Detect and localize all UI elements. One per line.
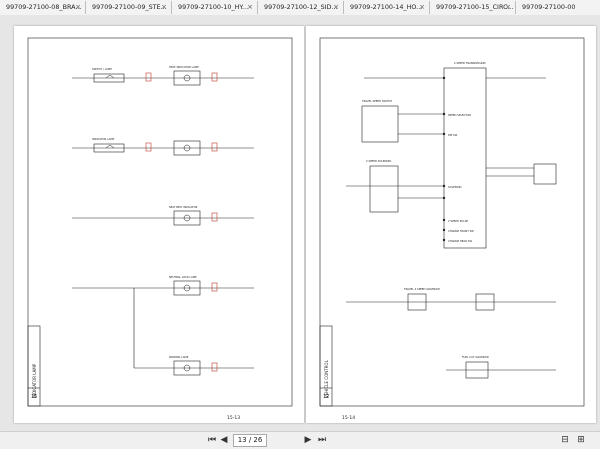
tab-label: 99709-27100-10_HY... — [178, 3, 249, 11]
tab-10[interactable]: 99709-27100-10_HY...× — [172, 1, 258, 14]
wiring-diagram-left: SWITCH / LAMP HEAT INDICATOR LAMP INDICA… — [27, 37, 293, 421]
tab-label: 99709-27100-08_BRA... — [6, 3, 82, 11]
section-number: 12 — [323, 394, 329, 400]
tab-12[interactable]: 99709-27100-12_SID...× — [258, 1, 344, 14]
component-label: FUEL CUT SOLENOID — [462, 355, 489, 359]
component-label: SWITCH / LAMP — [92, 67, 112, 71]
tab-label: 99709-27100-09_STE... — [92, 3, 167, 11]
page-right: 2 SPEED TRANSMISSION SPEED SELECTOR P/B … — [306, 26, 596, 423]
page-title: VEHICLE CONTROL — [324, 359, 329, 398]
page-title: INDICATOR LAMP — [32, 363, 37, 398]
fit-page-icon[interactable]: ⊟ — [561, 435, 569, 445]
tab-09[interactable]: 99709-27100-09_STE...× — [86, 1, 172, 14]
close-icon[interactable]: × — [247, 3, 253, 11]
document-viewer: SWITCH / LAMP HEAT INDICATOR LAMP INDICA… — [0, 15, 600, 431]
close-icon[interactable]: × — [333, 3, 339, 11]
component-label: 2 SPEED SOLENOID — [366, 159, 391, 163]
close-icon[interactable]: × — [161, 3, 167, 11]
component-label: NEUTRAL LOCK LAMP — [169, 275, 197, 279]
close-icon[interactable]: × — [505, 3, 511, 11]
next-page-icon[interactable]: ▶ — [304, 435, 312, 445]
tab-bar: 99709-27100-08_BRA...× 99709-27100-09_ST… — [0, 0, 600, 16]
ecu-pin-label: SOLENOID — [448, 185, 462, 189]
close-icon[interactable]: × — [419, 3, 425, 11]
ecu-pin-label: 2 SPEED PULSE — [448, 219, 468, 223]
component-label: HEAT INDICATOR LAMP — [169, 65, 199, 69]
close-icon[interactable]: × — [75, 3, 81, 11]
page-toolbar: ⏮ ◀ 13 / 26 ▶ ⏭ ⊟ ⊞ — [0, 431, 600, 449]
ecu-pin-label: SPEED SELECTOR — [448, 113, 471, 117]
section-number: 15 — [31, 394, 37, 400]
page-left: SWITCH / LAMP HEAT INDICATOR LAMP INDICA… — [14, 26, 304, 423]
prev-page-icon[interactable]: ◀ — [220, 435, 228, 445]
component-label: PARKING LAMP — [169, 355, 189, 359]
ecu-pin-label: P/B SW — [448, 133, 458, 137]
component-label: SEAT BELT INDICATOR — [169, 205, 198, 209]
ecu-pin-label: CHANGE REAR SW — [448, 239, 472, 243]
tab-08[interactable]: 99709-27100-08_BRA...× — [0, 1, 86, 14]
tab-label: 99709-27100-15_CIRC... — [436, 3, 514, 11]
tab-14[interactable]: 99709-27100-14_HO...× — [344, 1, 430, 14]
tab-label: 99709-27100-12_SID... — [264, 3, 338, 11]
tab-label: 99709-27100-00 — [522, 3, 576, 11]
last-page-icon[interactable]: ⏭ — [317, 435, 327, 445]
page-number-input[interactable]: 13 / 26 — [233, 434, 267, 447]
tab-15[interactable]: 99709-27100-15_CIRC...× — [430, 1, 516, 14]
page-footer: 15-14 — [342, 415, 355, 421]
first-page-icon[interactable]: ⏮ — [207, 435, 217, 445]
ecu-pin-label: CHANGE FRONT SW — [448, 229, 474, 233]
zoom-icon[interactable]: ⊞ — [577, 435, 585, 445]
page-footer: 15-13 — [227, 415, 240, 421]
tab-00[interactable]: 99709-27100-00 — [516, 1, 600, 14]
component-label: TRAVEL 2 SPEED SOLENOID — [404, 287, 440, 291]
wiring-diagram-right: 2 SPEED TRANSMISSION SPEED SELECTOR P/B … — [319, 37, 585, 421]
component-label: TRAVEL SPEED SWITCH — [362, 99, 392, 103]
ecu-label: 2 SPEED TRANSMISSION — [454, 61, 486, 65]
component-label: INDICATOR LAMP — [92, 137, 115, 141]
tab-label: 99709-27100-14_HO... — [350, 3, 423, 11]
